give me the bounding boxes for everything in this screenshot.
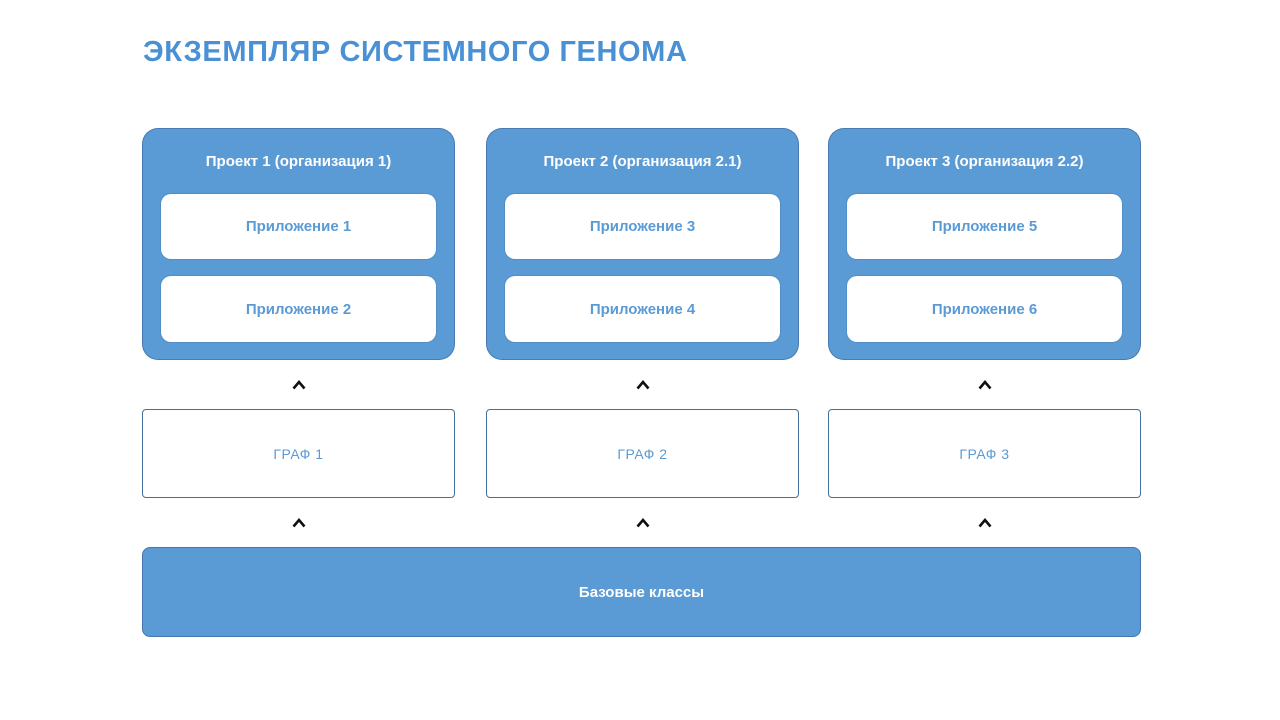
- graph-box: ГРАФ 3: [828, 409, 1141, 498]
- page-title: ЭКЗЕМПЛЯР СИСТЕМНОГО ГЕНОМА: [143, 36, 688, 68]
- connector-row: [828, 498, 1141, 547]
- chevron-up-icon: [636, 379, 649, 390]
- chevron-up-icon: [292, 517, 305, 528]
- connector-row: [828, 360, 1141, 409]
- project-column-3: Проект 3 (организация 2.2) Приложение 5 …: [828, 128, 1141, 547]
- chevron-up-icon: [292, 379, 305, 390]
- connector-row: [142, 360, 455, 409]
- app-box: Приложение 2: [161, 276, 436, 343]
- connector-row: [142, 498, 455, 547]
- app-box: Приложение 4: [505, 276, 780, 343]
- connector-row: [486, 360, 799, 409]
- project-column-1: Проект 1 (организация 1) Приложение 1 Пр…: [142, 128, 455, 547]
- app-box: Приложение 6: [847, 276, 1122, 343]
- app-box: Приложение 5: [847, 193, 1122, 260]
- project-title: Проект 1 (организация 1): [205, 152, 392, 170]
- graph-box: ГРАФ 2: [486, 409, 799, 498]
- project-column-2: Проект 2 (организация 2.1) Приложение 3 …: [486, 128, 799, 547]
- connector-row: [486, 498, 799, 547]
- graph-box: ГРАФ 1: [142, 409, 455, 498]
- project-title: Проект 3 (организация 2.2): [885, 152, 1084, 170]
- chevron-up-icon: [978, 517, 991, 528]
- base-classes-box: Базовые классы: [142, 547, 1141, 637]
- app-box: Приложение 3: [505, 193, 780, 260]
- app-box: Приложение 1: [161, 193, 436, 260]
- project-box-1: Проект 1 (организация 1) Приложение 1 Пр…: [142, 128, 455, 360]
- chevron-up-icon: [978, 379, 991, 390]
- project-box-2: Проект 2 (организация 2.1) Приложение 3 …: [486, 128, 799, 360]
- project-box-3: Проект 3 (организация 2.2) Приложение 5 …: [828, 128, 1141, 360]
- project-title: Проект 2 (организация 2.1): [543, 152, 742, 170]
- chevron-up-icon: [636, 517, 649, 528]
